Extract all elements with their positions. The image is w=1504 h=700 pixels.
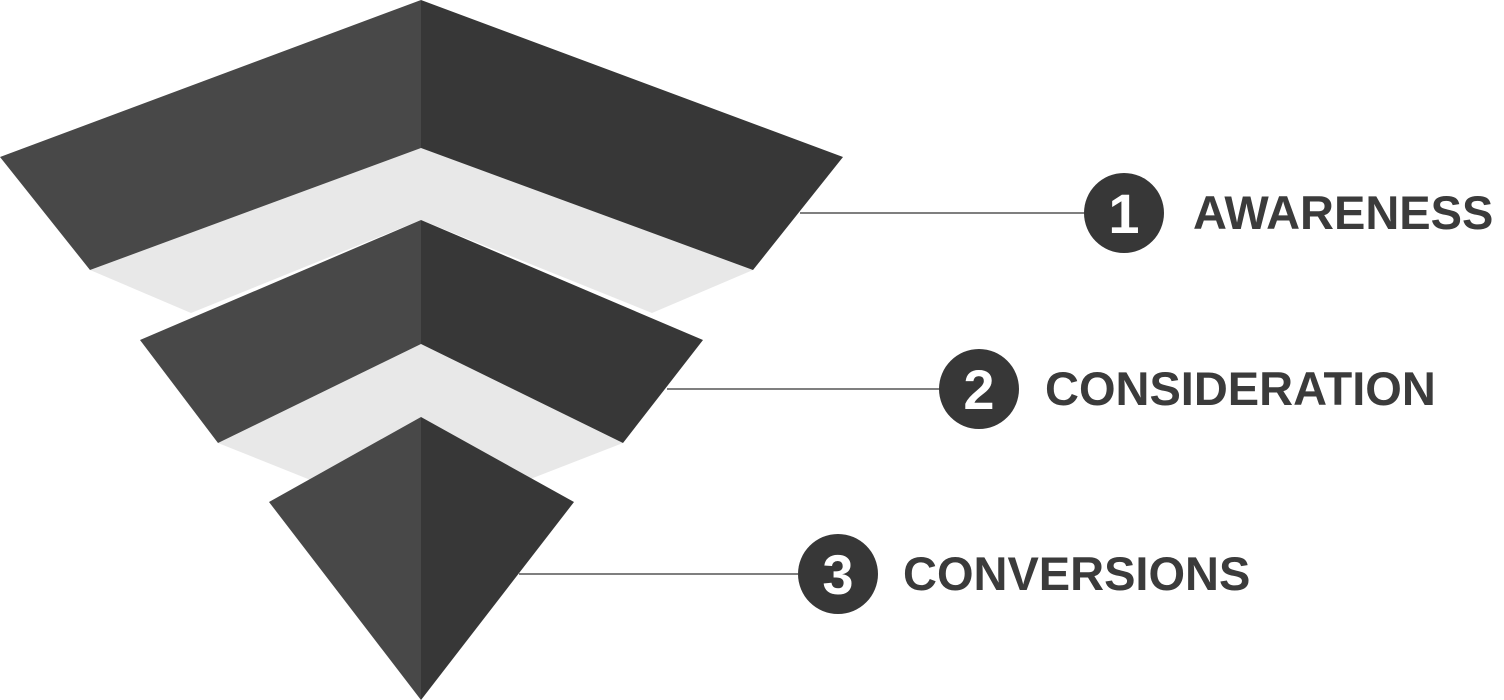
funnel-tier-3-right-face <box>421 417 574 700</box>
stage-number-1: 1 <box>1108 182 1139 245</box>
funnel-tier-1 <box>0 0 843 270</box>
funnel-tier-1-right-face <box>421 0 843 270</box>
stage-label-1: AWARENESS <box>1193 186 1493 239</box>
funnel-shadow-band-2 <box>218 344 623 483</box>
stage-badge-2 <box>939 349 1019 429</box>
funnel-tier-2-right-face <box>421 220 703 443</box>
stage-number-3: 3 <box>822 543 853 606</box>
stage-badge-1 <box>1084 173 1164 253</box>
stage-label-2: CONSIDERATION <box>1045 362 1436 415</box>
funnel-tier-2-left-face <box>140 220 421 443</box>
stage-callout-1: 1 AWARENESS <box>800 173 1493 253</box>
stage-label-3: CONVERSIONS <box>903 547 1250 600</box>
funnel-tier-3 <box>269 417 574 700</box>
funnel-shadow-band-1 <box>90 148 753 313</box>
funnel-tier-3-left-face <box>269 417 421 700</box>
funnel-tier-1-left-face <box>0 0 421 270</box>
stage-badge-3 <box>798 534 878 614</box>
funnel-tier-2 <box>140 220 703 443</box>
stage-callout-3: 3 CONVERSIONS <box>519 534 1250 614</box>
stage-number-2: 2 <box>963 358 994 421</box>
stage-callout-2: 2 CONSIDERATION <box>667 349 1436 429</box>
